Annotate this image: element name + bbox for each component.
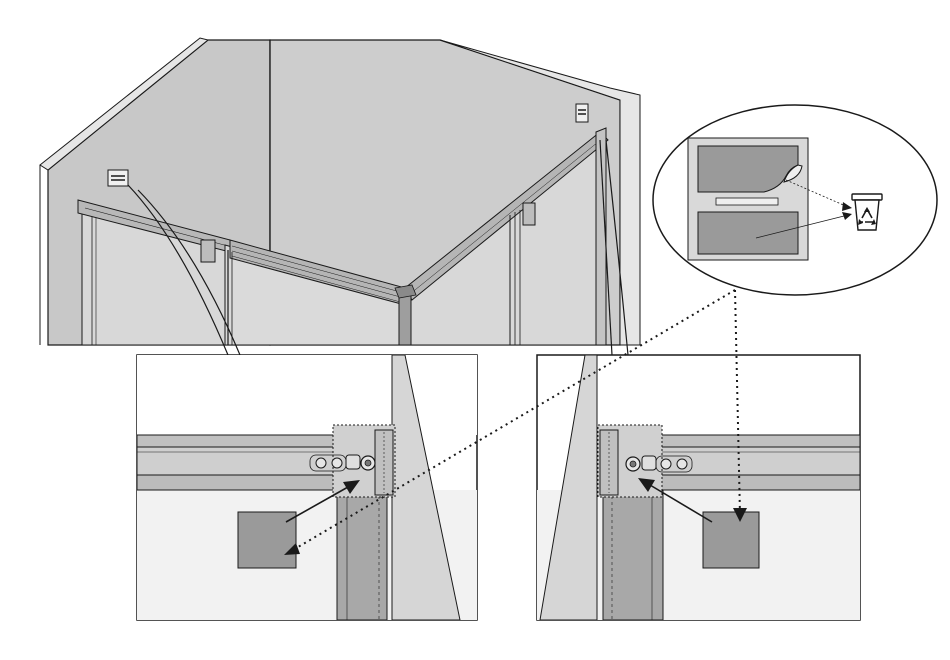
sticker-removed-right bbox=[703, 512, 759, 568]
corner-post bbox=[399, 290, 411, 345]
sticker-icon bbox=[698, 212, 798, 254]
overview-scene bbox=[40, 38, 640, 345]
label-peel-magnifier bbox=[653, 105, 937, 295]
detail-right-corner bbox=[537, 355, 860, 620]
right-roller-bracket bbox=[523, 203, 535, 225]
sticker-left-overview bbox=[108, 170, 128, 186]
left-roller-bracket bbox=[201, 240, 215, 262]
detail-left-corner bbox=[137, 355, 477, 620]
sticker-right-overview bbox=[576, 104, 588, 122]
